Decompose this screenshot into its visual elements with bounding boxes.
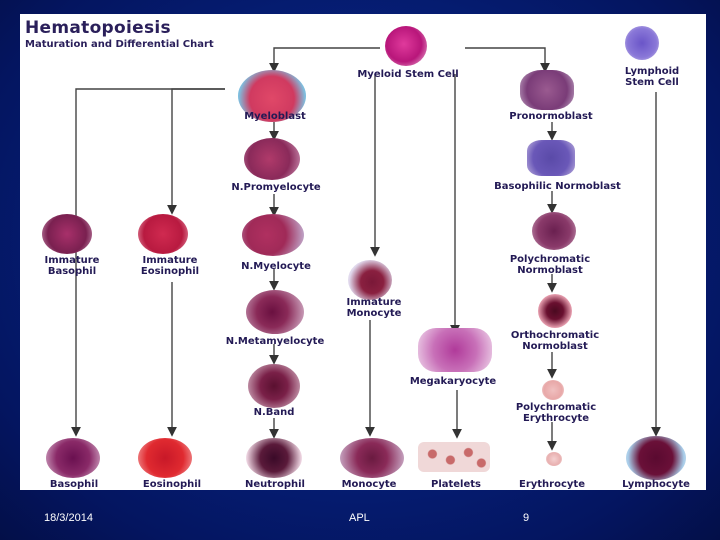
basophilic-normoblast-image: [527, 140, 575, 176]
label-n-metamyelocyte: N.Metamyelocyte: [225, 336, 325, 347]
lymphocyte-image: [626, 436, 686, 480]
immature-monocyte-image: [348, 260, 392, 300]
label-basophilic-normoblast: Basophilic Normoblast: [494, 181, 621, 192]
platelets-image: [418, 442, 490, 472]
label-eosinophil: Eosinophil: [142, 479, 202, 490]
label-platelets: Platelets: [430, 479, 481, 490]
label-lymphocyte: Lymphocyte: [622, 479, 690, 490]
megakaryocyte-image: [418, 328, 492, 372]
label-immature-eosinophil: Immature Eosinophil: [140, 255, 200, 277]
hematopoiesis-chart: Hematopoiesis Maturation and Differentia…: [20, 14, 706, 490]
chart-title: Hematopoiesis: [25, 18, 171, 38]
erythrocyte-image: [546, 452, 562, 466]
orthochromatic-normoblast-image: [538, 294, 572, 328]
n-promyelocyte-image: [244, 138, 300, 180]
monocyte-image: [340, 438, 404, 478]
lineage-arrows: [71, 47, 661, 451]
label-basophil: Basophil: [49, 479, 99, 490]
label-myeloblast: Myeloblast: [244, 111, 306, 122]
label-polychromatic-normoblast: Polychromatic Normoblast: [509, 254, 591, 276]
pronormoblast-image: [520, 70, 574, 110]
label-n-myelocyte: N.Myelocyte: [241, 261, 311, 272]
basophil-image: [46, 438, 100, 478]
myeloblast-image: [238, 70, 306, 122]
lymphoid-stem-cell-image: [625, 26, 659, 60]
footer-date: 18/3/2014: [44, 512, 93, 524]
n-metamyelocyte-image: [246, 290, 304, 334]
label-myeloid-stem-cell: Myeloid Stem Cell: [357, 69, 459, 80]
label-pronormoblast: Pronormoblast: [509, 111, 593, 122]
label-monocyte: Monocyte: [341, 479, 397, 490]
immature-basophil-image: [42, 214, 92, 254]
footer-center: APL: [349, 512, 370, 524]
eosinophil-image: [138, 438, 192, 478]
footer-page-number: 9: [523, 512, 530, 524]
label-immature-basophil: Immature Basophil: [44, 255, 100, 277]
label-erythrocyte: Erythrocyte: [519, 479, 585, 490]
chart-subtitle: Maturation and Differential Chart: [25, 39, 214, 50]
label-orthochromatic-normoblast: Orthochromatic Normoblast: [510, 330, 600, 352]
label-n-band: N.Band: [253, 407, 295, 418]
n-myelocyte-image: [242, 214, 304, 256]
label-polychromatic-erythrocyte: Polychromatic Erythrocyte: [515, 402, 597, 424]
myeloid-stem-cell-image: [385, 26, 427, 66]
label-n-promyelocyte: N.Promyelocyte: [231, 182, 321, 193]
neutrophil-image: [246, 438, 302, 478]
polychromatic-erythrocyte-image: [542, 380, 564, 400]
label-megakaryocyte: Megakaryocyte: [409, 376, 497, 387]
label-lymphoid-stem-cell: Lymphoid Stem Cell: [624, 66, 680, 88]
immature-eosinophil-image: [138, 214, 188, 254]
n-band-image: [248, 364, 300, 408]
label-neutrophil: Neutrophil: [245, 479, 305, 490]
label-immature-monocyte: Immature Monocyte: [346, 297, 402, 319]
polychromatic-normoblast-image: [532, 212, 576, 250]
